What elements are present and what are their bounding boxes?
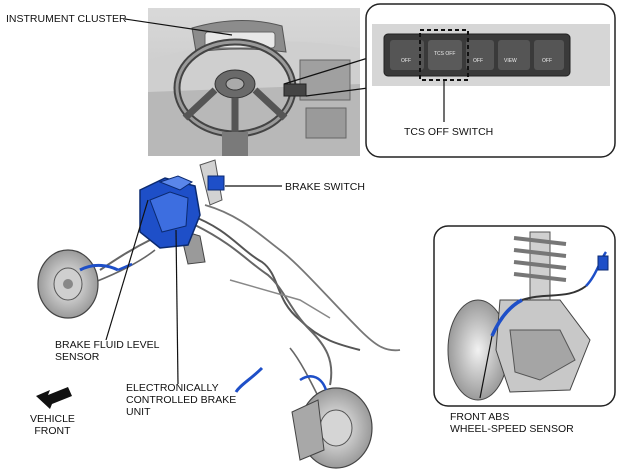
ecu-label: ELECTRONICALLY CONTROLLED BRAKE UNIT <box>126 382 237 418</box>
sensor-zoom-panel <box>433 225 616 407</box>
vehicle-front-label: VEHICLE FRONT <box>30 413 75 437</box>
left-wheel-assembly <box>37 249 133 319</box>
tcs-off-switch: TCS OFF <box>428 40 462 70</box>
brake-system-illustration <box>37 159 401 469</box>
brake-switch-label: BRAKE SWITCH <box>285 181 365 193</box>
electronically-controlled-brake-unit <box>139 175 201 249</box>
svg-text:TCS OFF: TCS OFF <box>434 51 455 57</box>
brake-fluid-level-sensor-label: BRAKE FLUID LEVEL SENSOR <box>55 339 160 363</box>
svg-text:OFF: OFF <box>401 58 411 64</box>
svg-text:VIEW: VIEW <box>504 58 517 64</box>
front-abs-sensor-label: FRONT ABS WHEEL-SPEED SENSOR <box>450 411 574 435</box>
switch-button: VIEW <box>498 40 530 70</box>
switch-button: OFF <box>466 40 494 70</box>
switch-button: OFF <box>390 40 424 70</box>
switch-zoom-panel: OFF TCS OFF OFF VIEW OFF <box>365 3 616 158</box>
svg-text:OFF: OFF <box>473 58 483 64</box>
tcs-off-switch-label: TCS OFF SWITCH <box>404 126 494 138</box>
right-wheel-assembly <box>234 366 373 469</box>
switch-button: OFF <box>534 40 564 70</box>
instrument-cluster-label: INSTRUMENT CLUSTER <box>6 13 127 25</box>
vehicle-front-arrow-icon <box>36 387 72 409</box>
svg-text:OFF: OFF <box>542 58 552 64</box>
dashboard-illustration <box>148 8 360 156</box>
